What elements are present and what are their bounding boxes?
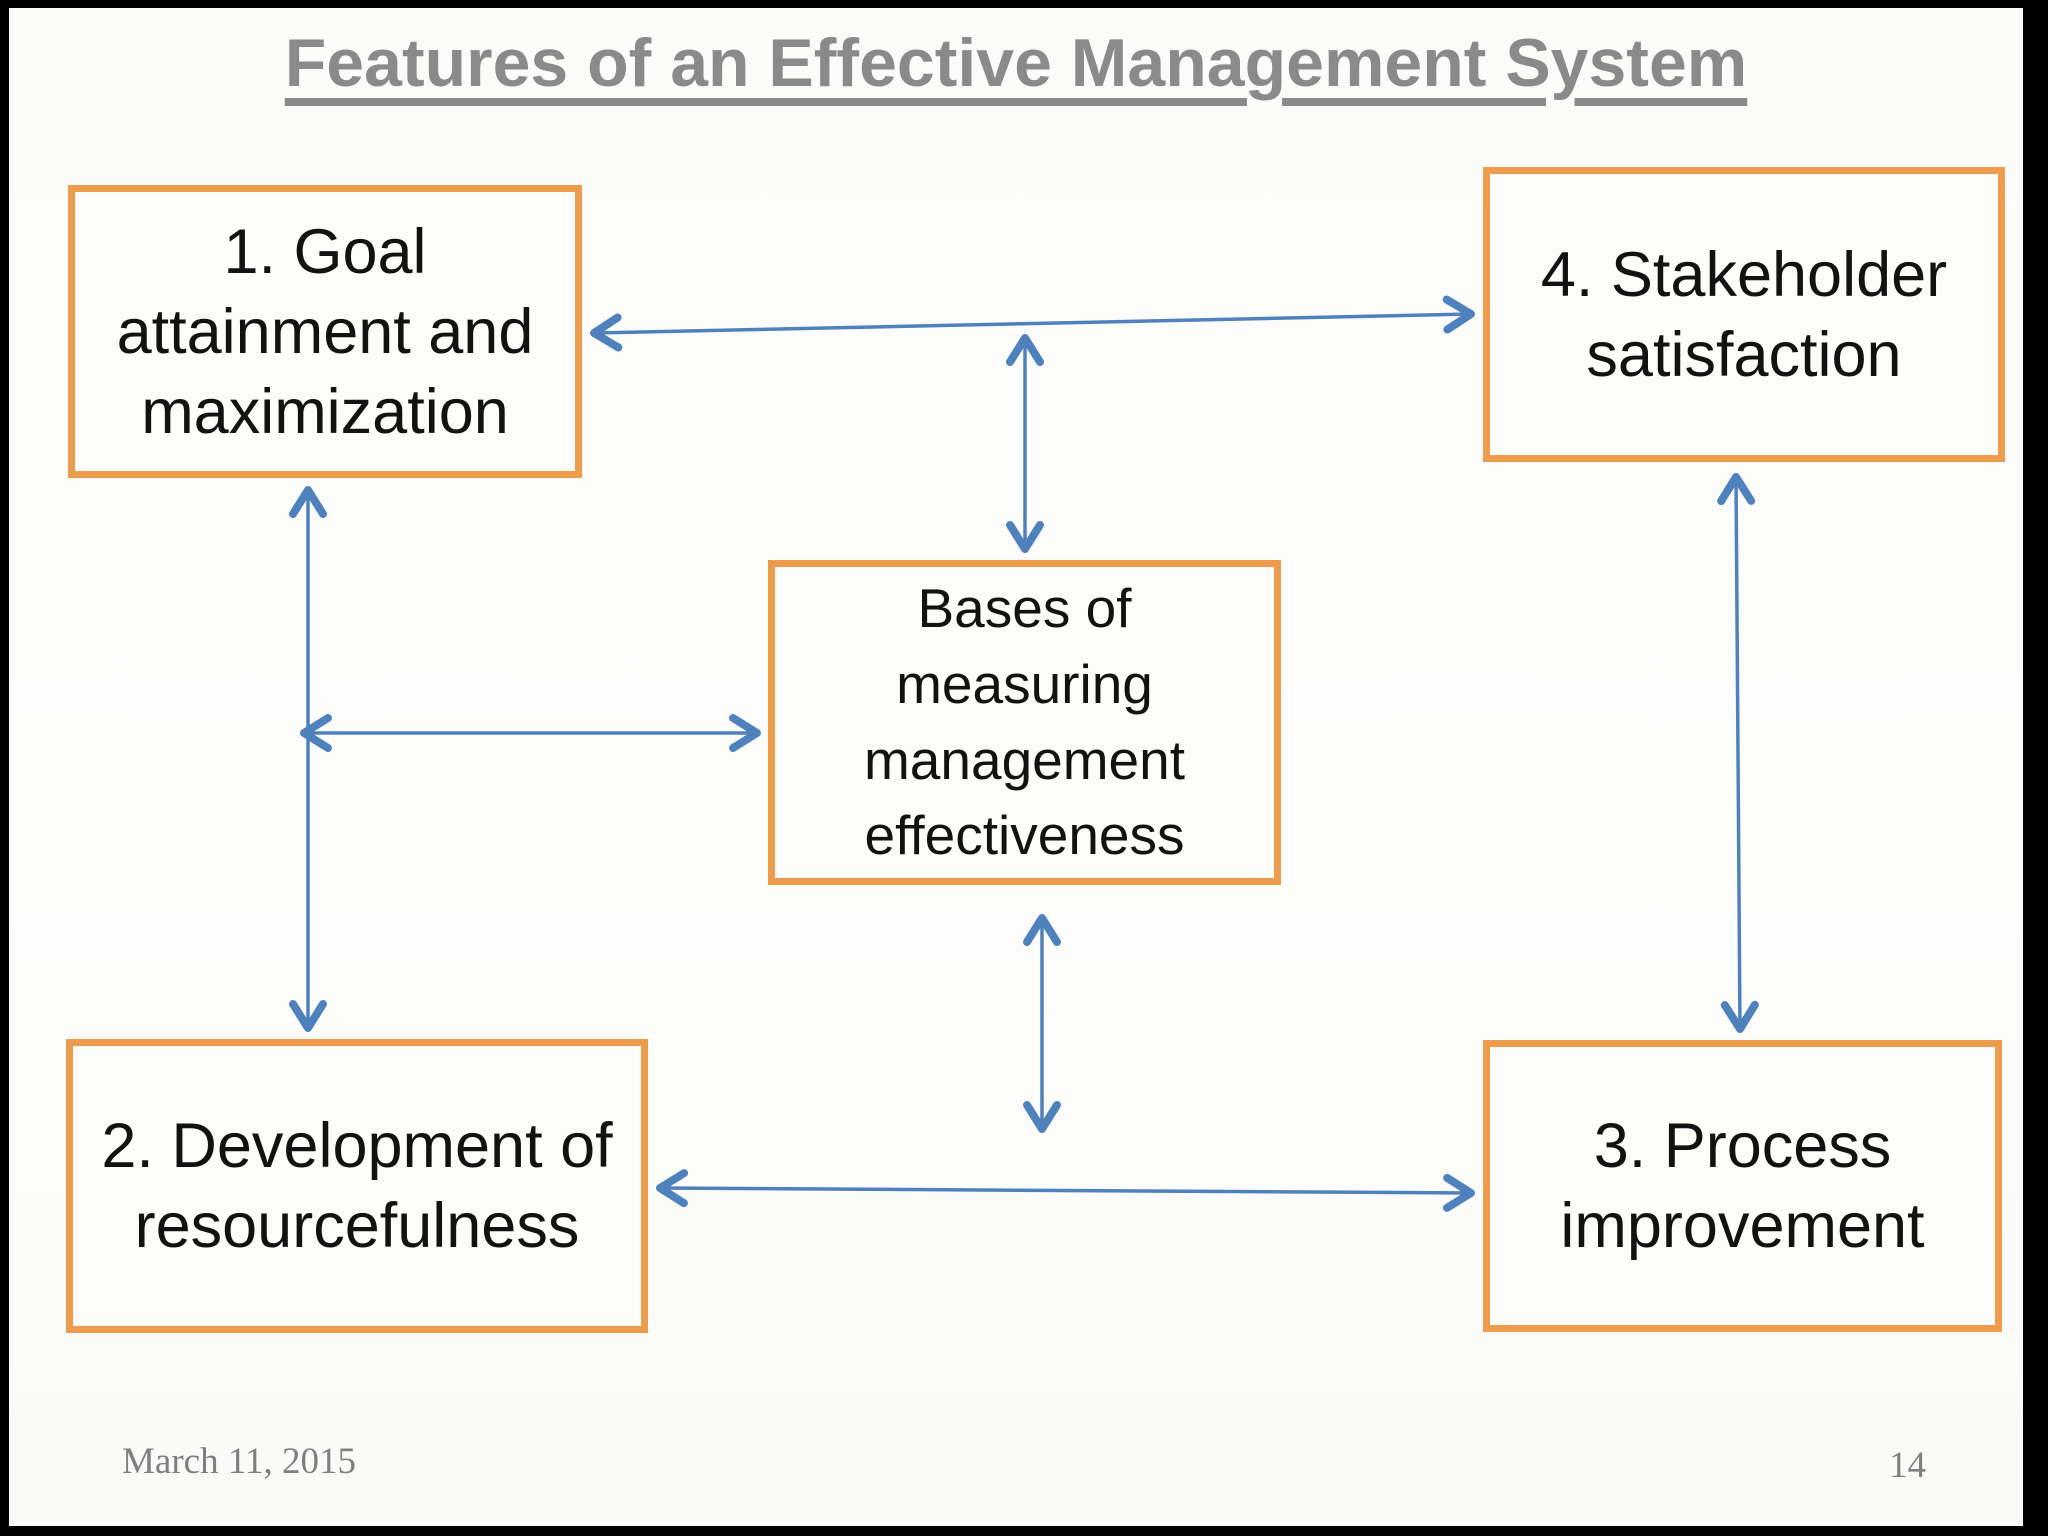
box-stakeholder-satisfaction-label: 4. Stakeholder satisfaction (1540, 239, 1948, 390)
box-goal-attainment: 1. Goal attainment and maximization (68, 185, 582, 478)
slide-canvas: Features of an Effective Management Syst… (9, 8, 2023, 1526)
box-development-resourcefulness-label: 2. Development of resourcefulness (101, 1111, 613, 1261)
box-goal-attainment-label: 1. Goal attainment and maximization (116, 216, 534, 447)
box-bases-of-measuring: Bases of measuring management effectiven… (768, 560, 1281, 885)
footer-page-number: 14 (1889, 1445, 1926, 1486)
box-process-improvement: 3. Process improvement (1483, 1040, 2002, 1332)
footer-date: March 11, 2015 (122, 1441, 356, 1482)
arrow-goal-stakeholder (590, 295, 1475, 352)
box-bases-of-measuring-label: Bases of measuring management effectiven… (863, 576, 1186, 867)
box-process-improvement-label: 3. Process improvement (1560, 1111, 1925, 1261)
arrow-stakeholder-process (1717, 473, 1759, 1033)
box-stakeholder-satisfaction: 4. Stakeholder satisfaction (1483, 167, 2005, 462)
arrow-development-process (656, 1169, 1475, 1212)
slide-title: Features of an Effective Management Syst… (284, 25, 1748, 101)
box-development-resourcefulness: 2. Development of resourcefulness (66, 1039, 648, 1333)
